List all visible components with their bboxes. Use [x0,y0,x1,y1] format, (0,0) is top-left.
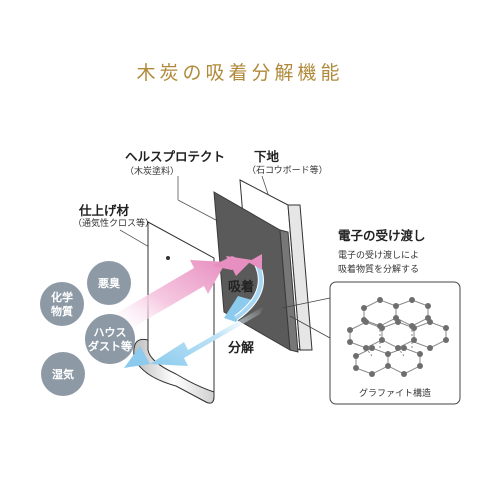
health-protect-sublabel: （木炭塗料） [125,167,180,177]
dust-text-2: ダスト等 [88,339,132,353]
zoom-line-bottom [289,315,331,339]
decompose-label: 分解 [228,340,254,356]
chemical-bubble: 化学 物質 [40,282,84,326]
humidity-text: 湿気 [52,367,74,381]
finish-label: 仕上げ材 [79,203,130,218]
finish-sublabel: （通気性クロス等） [73,219,155,229]
chemical-text-1: 化学 [51,290,73,304]
house-dust-bubble: ハウス ダスト等 [85,314,135,364]
zoom-line-top [281,297,331,309]
detail-desc-1: 電子の受け渡しによ [338,249,419,261]
health-protect-label: ヘルスプロテクト [125,149,226,164]
page-title: 木炭の吸着分解機能 [136,62,344,84]
dust-text-1: ハウス [94,326,127,339]
graphite-caption: グラファイト構造 [359,387,431,399]
detail-desc-2: 吸着物質を分解する [338,263,419,275]
detail-title: 電子の受け渡し [338,228,426,243]
adsorb-arrow [112,256,252,334]
base-label: 下地 [254,149,280,164]
chemical-text-2: 物質 [51,304,73,318]
odor-bubble: 悪臭 [87,261,131,305]
base-sublabel: （石コウボード等） [247,166,328,176]
decompose-arrow [124,296,264,368]
humidity-bubble: 湿気 [41,352,85,396]
graphite-atoms [347,297,449,377]
adsorb-label: 吸着 [228,279,254,295]
odor-text: 悪臭 [98,276,120,290]
